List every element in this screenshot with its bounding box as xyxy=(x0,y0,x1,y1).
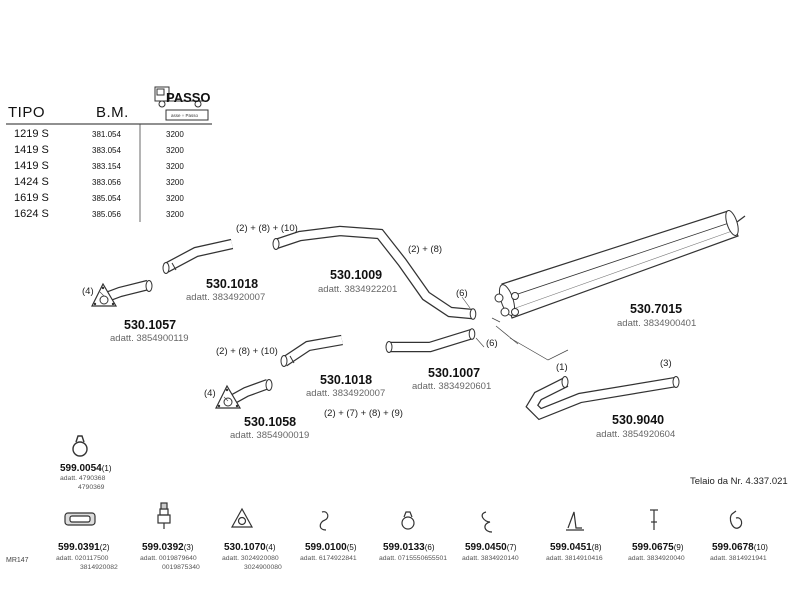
part-code: 530.1057 xyxy=(124,318,177,332)
clamp-ring-icon xyxy=(401,511,415,530)
table-cell-bm: 385.056 xyxy=(92,210,121,219)
part-code: 530.1007 xyxy=(428,366,481,380)
table-cell-tipo: 1624 S xyxy=(14,208,49,220)
table-cell-tipo: 1419 S xyxy=(14,144,49,156)
callout: (2) + (7) + (8) + (9) xyxy=(324,408,403,419)
accessory-code: 599.0392(3) xyxy=(142,542,194,553)
pipe-530-1057 xyxy=(91,279,153,307)
tailpipe-530-9040 xyxy=(525,376,680,421)
accessory-ref: adatt. 6174922841 xyxy=(300,555,357,562)
accessory-ref: 4790369 xyxy=(78,484,105,491)
callout: (1) xyxy=(556,362,568,373)
callout: (2) + (8) + (10) xyxy=(236,223,298,234)
table-cell-bm: 383.056 xyxy=(92,178,121,187)
pipe-530-1018-top xyxy=(162,238,234,274)
accessory-code: 599.0678(10) xyxy=(712,542,768,553)
accessory-ref: adatt. 3834920140 xyxy=(462,555,519,562)
callout-leaders xyxy=(99,291,485,402)
table-cell-tipo: 1619 S xyxy=(14,192,49,204)
callout: (2) + (8) + (10) xyxy=(216,346,278,357)
hook-icon xyxy=(481,511,493,533)
table-cell-tipo: 1219 S xyxy=(14,128,49,140)
accessory-ref: adatt. 4790368 xyxy=(60,475,106,482)
callout: (4) xyxy=(82,286,94,297)
table-cell-tipo: 1424 S xyxy=(14,176,49,188)
table-cell-passo: 3200 xyxy=(166,146,184,155)
accessory-ref: 3814920082 xyxy=(80,564,118,571)
gasket-icon xyxy=(64,512,96,526)
table-header-tipo: TIPO xyxy=(8,104,46,121)
accessory-ref: 0019875340 xyxy=(162,564,200,571)
part-adatt: adatt. 3834920601 xyxy=(412,381,492,392)
silencer-530-7015 xyxy=(494,210,746,319)
part-code: 530.1018 xyxy=(206,277,259,291)
part-adatt: adatt. 3854900019 xyxy=(230,430,310,441)
table-cell-passo: 3200 xyxy=(166,130,184,139)
table-cell-passo: 3200 xyxy=(166,162,184,171)
part-code: 530.9040 xyxy=(612,413,665,427)
table-cell-passo: 3200 xyxy=(166,178,184,187)
accessory-ref: adatt. 020117500 xyxy=(56,555,109,562)
pipe-530-1009 xyxy=(272,225,477,320)
callout: (3) xyxy=(660,358,672,369)
table-cell-bm: 383.154 xyxy=(92,162,121,171)
flange-gasket-icon xyxy=(230,507,254,528)
table-header-bm: B.M. xyxy=(96,104,129,121)
table-header-passo: PASSO xyxy=(166,90,211,105)
accessory-ref: 3024900080 xyxy=(244,564,282,571)
clamp-icon xyxy=(72,435,88,457)
telaio-note: Telaio da Nr. 4.337.021 xyxy=(690,476,788,487)
part-adatt: adatt. 3834920007 xyxy=(186,292,266,303)
part-code: 530.1058 xyxy=(244,415,297,429)
hanger-icon xyxy=(729,510,743,529)
accessory-code: 599.0054(1) xyxy=(60,463,112,474)
sensor-plug-icon xyxy=(157,502,171,529)
callout: (4) xyxy=(204,388,216,399)
accessory-ref: adatt. 3814921941 xyxy=(710,555,767,562)
accessory-ref: adatt. 0019879640 xyxy=(140,555,197,562)
table-cell-tipo: 1419 S xyxy=(14,160,49,172)
pipe-530-1058 xyxy=(215,379,273,409)
callout: (6) xyxy=(456,288,468,299)
spring-clip-icon xyxy=(319,511,329,531)
part-adatt: adatt. 3834900401 xyxy=(617,318,697,329)
table-cell-bm: 385.054 xyxy=(92,194,121,203)
part-adatt: adatt. 3854920604 xyxy=(596,429,676,440)
pipe-530-1007 xyxy=(385,328,476,353)
table-cell-passo: 3200 xyxy=(166,210,184,219)
table-cell-passo: 3200 xyxy=(166,194,184,203)
table-cell-bm: 381.054 xyxy=(92,130,121,139)
accessory-code: 599.0133(6) xyxy=(383,542,435,553)
accessory-ref: adatt. 3024920080 xyxy=(222,555,279,562)
callout: (6) xyxy=(486,338,498,349)
accessory-ref: adatt. 0715550655501 xyxy=(379,555,448,562)
accessory-code: 599.0100(5) xyxy=(305,542,357,553)
accessory-ref: adatt. 3814910416 xyxy=(546,555,603,562)
accessory-ref: adatt. 3834920040 xyxy=(628,555,685,562)
accessory-code: 530.1070(4) xyxy=(224,542,276,553)
part-adatt: adatt. 3834922201 xyxy=(318,284,398,295)
part-code: 530.1009 xyxy=(330,268,383,282)
bolt-icon xyxy=(650,509,658,530)
callout: (2) + (8) xyxy=(408,244,443,255)
accessory-code: 599.0450(7) xyxy=(465,542,517,553)
truck-icon xyxy=(154,86,209,121)
part-adatt: adatt. 3834920007 xyxy=(306,388,386,399)
accessory-code: 599.0391(2) xyxy=(58,542,110,553)
part-code: 530.7015 xyxy=(630,302,683,316)
part-adatt: adatt. 3854900119 xyxy=(110,333,189,344)
table-cell-bm: 383.054 xyxy=(92,146,121,155)
part-code: 530.1018 xyxy=(320,373,373,387)
pipe-530-1018-lower xyxy=(280,334,343,367)
accessory-code: 599.0451(8) xyxy=(550,542,602,553)
accessory-code: 599.0675(9) xyxy=(632,542,684,553)
bracket-icon xyxy=(566,511,584,531)
passo-badge-sub: asse ÷ Passo xyxy=(171,113,198,118)
page-code: MR147 xyxy=(6,557,29,564)
assembly-guide-lines xyxy=(491,317,569,361)
